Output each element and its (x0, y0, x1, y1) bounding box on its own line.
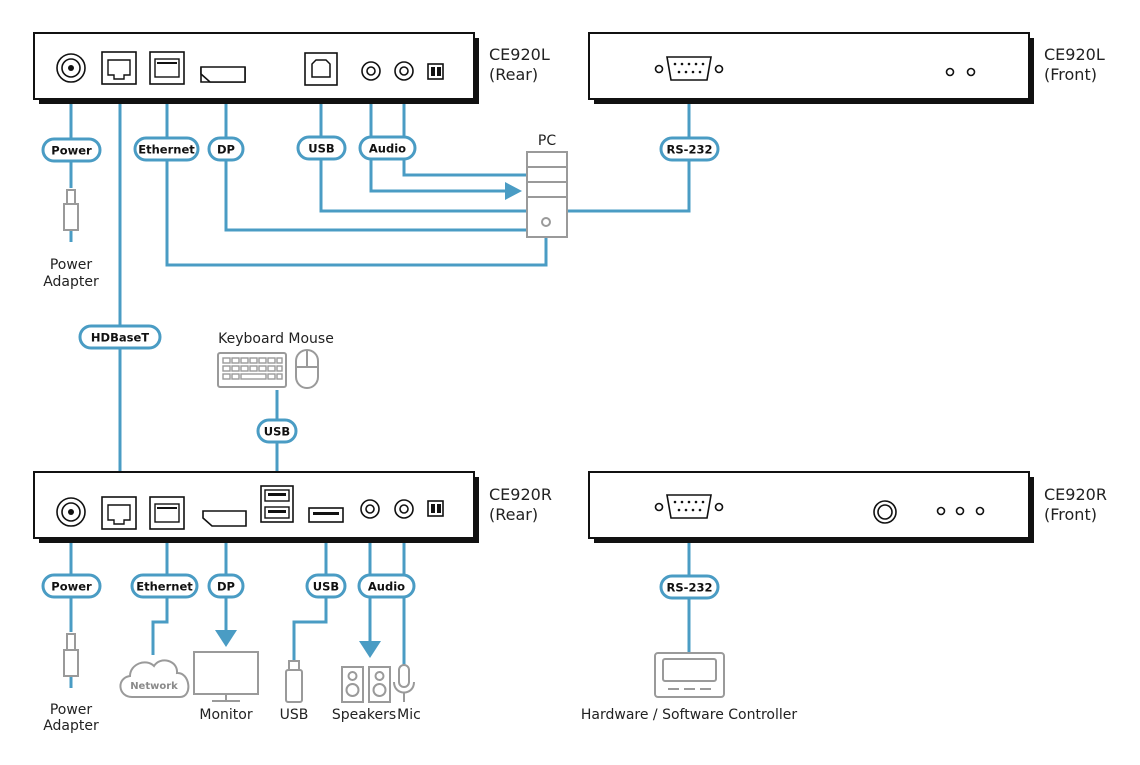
db9-serial-port-icon (654, 56, 724, 81)
svg-text:HDBaseT: HDBaseT (91, 331, 149, 345)
svg-text:USB: USB (308, 142, 334, 156)
ce920r-rear-name: CE920R (489, 485, 552, 504)
usb-b-port-icon (304, 52, 338, 86)
cable-usb-bottom (292, 522, 328, 660)
speaker-icon (341, 666, 364, 703)
ce920l-rear-name: CE920L (489, 45, 550, 64)
label-usb-keyboard-mouse: USB (256, 418, 298, 444)
power-adapter-bottom-line1: Power (50, 702, 93, 718)
power-adapter-bottom-line2: Adapter (43, 718, 99, 734)
ce920r-rear-unit: CE920R (Rear) (33, 471, 552, 543)
audio-jack-icon (361, 61, 381, 81)
speaker-icon (368, 666, 391, 703)
monitor-label: Monitor (199, 707, 252, 723)
audio-jack-icon (360, 499, 380, 519)
ce920l-front-side: (Front) (1044, 65, 1097, 84)
ce920l-front-unit: CE920L (Front) (588, 32, 1105, 104)
label-power-top: Power (41, 137, 102, 163)
rj45-port-icon (149, 51, 185, 85)
controller-label: Hardware / Software Controller (581, 707, 797, 723)
cable-rs232-top (567, 80, 691, 213)
audio-jack-icon (394, 499, 414, 519)
rj45-port-icon (101, 51, 137, 85)
svg-text:USB: USB (264, 425, 290, 439)
label-dp-top: DP (207, 136, 245, 162)
audio-jack-icon (394, 61, 414, 81)
ce920l-front-name: CE920L (1044, 45, 1105, 64)
svg-text:Audio: Audio (368, 580, 405, 594)
svg-text:RS-232: RS-232 (667, 581, 713, 595)
svg-text:Ethernet: Ethernet (138, 143, 195, 157)
dc-power-jack-icon (56, 53, 86, 83)
usb-drive-label: USB (280, 707, 309, 723)
svg-text:Ethernet: Ethernet (136, 580, 193, 594)
cable-ethernet-top (165, 85, 548, 267)
arrow-dp-bottom (215, 630, 237, 647)
usb-a-dual-port-icon (260, 485, 294, 523)
dp-port-icon (200, 66, 246, 83)
power-adapter-top-line2: Adapter (43, 274, 99, 290)
led-indicator-icon (945, 67, 976, 77)
cloud-icon: Network (119, 659, 190, 698)
power-adapter-icon (63, 633, 79, 677)
monitor-icon (193, 651, 259, 702)
cable-audio-in-top (402, 98, 527, 177)
label-usb-top: USB (296, 135, 347, 161)
dip-switch-icon (427, 500, 444, 517)
label-power-bottom: Power (41, 573, 102, 599)
usb-a-port-icon (308, 507, 344, 523)
keyboard-icon (217, 352, 287, 388)
arrow-audio-bottom-out (359, 641, 381, 658)
pc-tower-icon (526, 151, 568, 238)
ce920r-front-name: CE920R (1044, 485, 1107, 504)
cable-audio-out-top (369, 82, 508, 193)
svg-text:Power: Power (51, 144, 92, 158)
svg-text:USB: USB (313, 580, 339, 594)
power-adapter-top-line1: Power (50, 257, 93, 273)
label-usb-bottom: USB (305, 573, 347, 599)
db9-serial-port-icon (654, 494, 724, 519)
microphone-icon (393, 664, 415, 702)
svg-text:RS-232: RS-232 (667, 143, 713, 157)
svg-text:DP: DP (217, 143, 235, 157)
label-hdbaset: HDBaseT (78, 324, 162, 350)
ce920l-rear-side: (Rear) (489, 65, 538, 84)
arrow-audio-pc (505, 182, 522, 200)
dp-port-icon (202, 510, 247, 527)
rj45-port-icon (101, 496, 137, 530)
connection-labels: Power Ethernet DP USB Audio RS-232 HDBas… (41, 135, 720, 600)
cable-usb-top (319, 85, 527, 213)
svg-text:DP: DP (217, 580, 235, 594)
controller-icon (654, 652, 725, 698)
ce920r-rear-side: (Rear) (489, 505, 538, 524)
usb-drive-icon (285, 660, 303, 703)
round-button-icon (873, 500, 897, 524)
label-ethernet-top: Ethernet (133, 136, 200, 162)
power-adapter-icon (63, 189, 79, 231)
rj45-port-icon (149, 496, 185, 530)
keyboard-mouse-label: Keyboard Mouse (218, 331, 334, 347)
label-ethernet-bottom: Ethernet (130, 573, 199, 599)
ce920r-front-unit: CE920R (Front) (588, 471, 1107, 543)
label-audio-bottom: Audio (357, 573, 416, 599)
label-dp-bottom: DP (207, 573, 245, 599)
dip-switch-icon (427, 63, 444, 80)
ce920r-front-side: (Front) (1044, 505, 1097, 524)
network-label: Network (130, 681, 178, 692)
label-audio-top: Audio (358, 135, 417, 161)
label-rs232-bottom: RS-232 (659, 574, 720, 600)
led-indicator-icon (936, 506, 985, 516)
pc-label: PC (538, 133, 556, 149)
label-rs232-top: RS-232 (659, 136, 720, 162)
svg-text:Audio: Audio (369, 142, 406, 156)
ce920l-rear-unit: CE920L (Rear) (33, 32, 550, 104)
mouse-icon (295, 349, 319, 389)
speakers-label: Speakers (332, 707, 396, 723)
mic-label: Mic (397, 707, 421, 723)
svg-text:Power: Power (51, 580, 92, 594)
dc-power-jack-icon (56, 497, 86, 527)
